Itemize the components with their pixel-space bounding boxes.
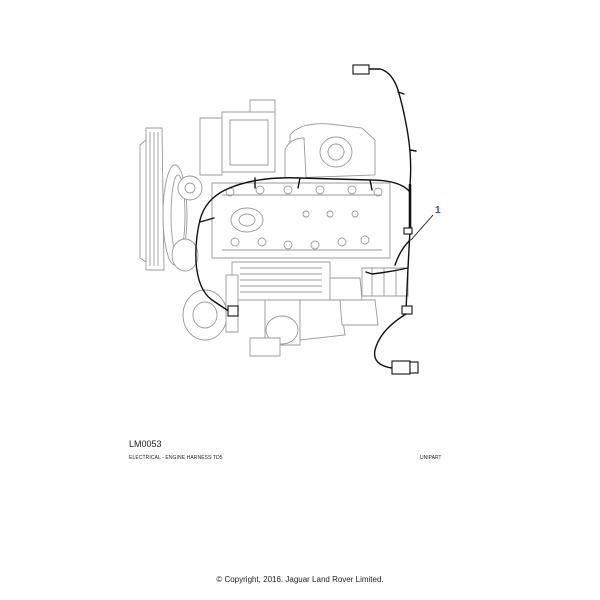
callout-number: 1: [435, 205, 441, 216]
callout-leader-line: [410, 214, 434, 241]
diagram-description: ELECTRICAL - ENGINE HARNESS TD5: [129, 455, 223, 461]
copyright-notice: © Copyright, 2016. Jaguar Land Rover Lim…: [216, 575, 384, 584]
engine-illustration: [139, 99, 409, 357]
engine-harness: [195, 64, 419, 375]
diagram-code: LM0053: [129, 439, 162, 449]
supplier-label: UNIPART: [420, 455, 442, 461]
